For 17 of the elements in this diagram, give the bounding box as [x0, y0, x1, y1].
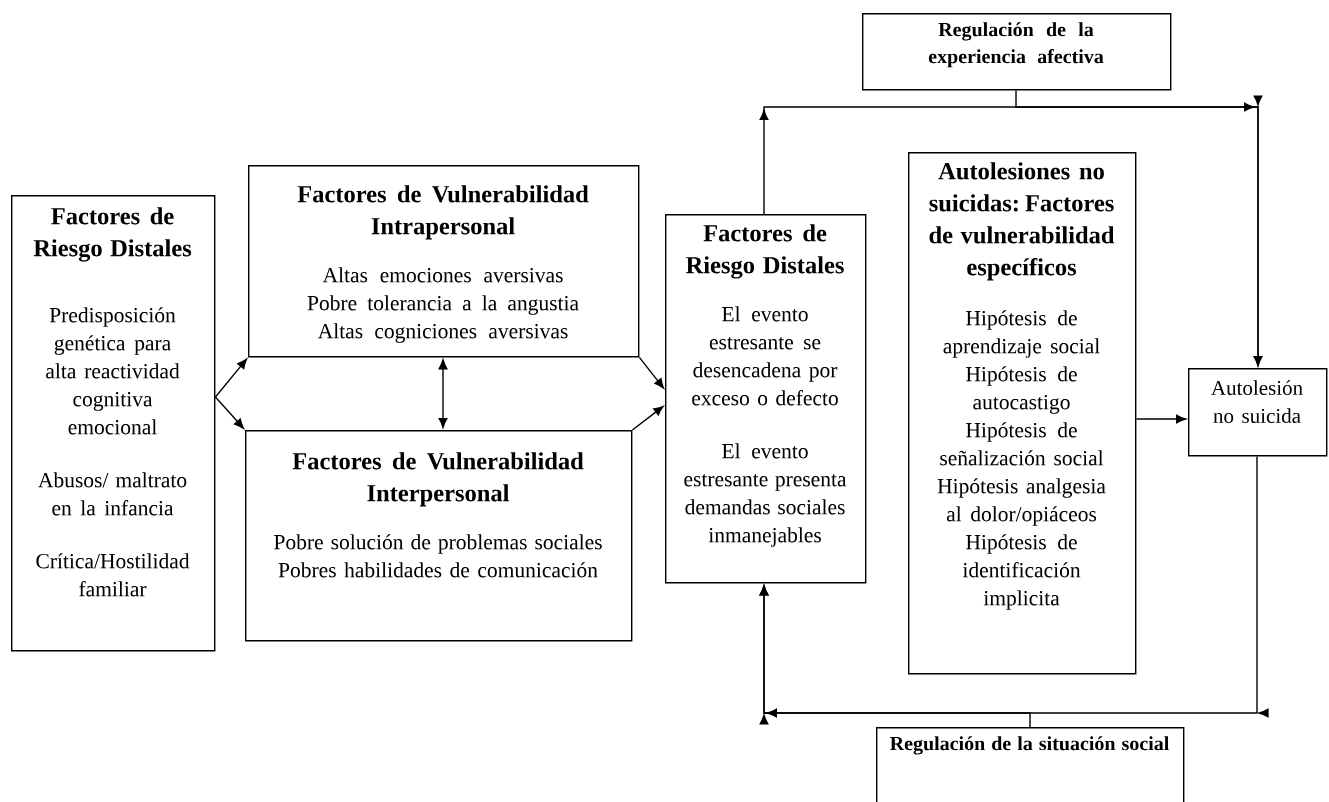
arrow	[631, 405, 664, 431]
arrow	[214, 396, 244, 429]
regulation-box: Regulación de la situación social	[876, 727, 1185, 802]
factor-box: Factores de Riesgo Distales Predisposición genética para alta reactividad cognitiva emocional Abusos/ maltrato en la infancia Crítica/Hostilidad familiar	[11, 195, 216, 652]
factor-box: Autolesiones no suicidas: Factores de vulnerabilidad específicos Hipótesis de aprendizaje social Hipótesis de autocastigo Hipótesis de señalización social Hipótesis analgesia al dolor/opiáceos Hipótesis de identificación implicita	[908, 152, 1137, 675]
regulation-box: Regulación de la experiencia afectiva	[862, 13, 1172, 91]
arrow	[438, 359, 448, 429]
factor-box: Factores de Vulnerabilidad Interpersonal Pobre solución de problemas sociales Pobres habilidades de comunicación	[245, 430, 633, 642]
arrow	[759, 455, 1269, 725]
factor-box: Factores de Riesgo Distales El evento estresante se desencadena por exceso o defecto El evento estresante presenta demandas sociales inmanejables	[665, 214, 867, 584]
arrow	[214, 358, 248, 398]
factor-box: Factores de Vulnerabilidad Intrapersonal Altas emociones aversivas Pobre tolerancia a la angustia Altas cogniciones aversivas	[248, 165, 640, 358]
arrow	[638, 356, 665, 389]
arrow	[1135, 414, 1187, 424]
arrow	[759, 585, 1031, 728]
outcome-box: Autolesión no suicida	[1188, 368, 1328, 457]
arrow	[1015, 89, 1263, 367]
